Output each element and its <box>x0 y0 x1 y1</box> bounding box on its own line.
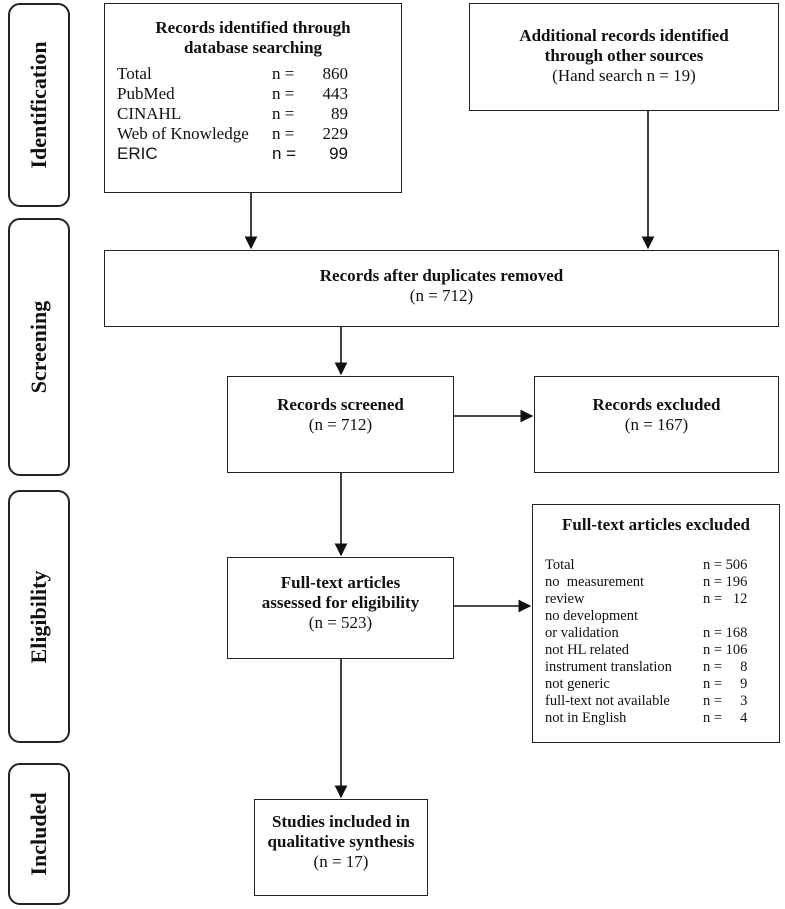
fulltext-assessed-title-1: Full-text articles <box>280 573 401 592</box>
stage-screening-label: Screening <box>26 300 51 394</box>
fulltext-assessed-title-2: assessed for eligibility <box>261 593 420 612</box>
stage-included-label: Included <box>26 792 51 876</box>
table-row: PubMed n = 443 <box>117 84 348 103</box>
stage-screening: Screening <box>8 218 70 476</box>
other-sources-detail: (Hand search n = 19) <box>552 66 696 85</box>
records-screened-box: Records screened (n = 712) <box>227 376 454 473</box>
records-screened-title: Records screened <box>277 395 404 414</box>
records-screened-count: (n = 712) <box>308 415 373 434</box>
database-search-box: Records identified through database sear… <box>104 3 402 193</box>
stage-eligibility-label: Eligibility <box>26 570 51 663</box>
fulltext-assessed-box: Full-text articles assessed for eligibil… <box>227 557 454 659</box>
stage-identification-label: Identification <box>26 41 51 169</box>
records-excluded-count: (n = 167) <box>624 415 689 434</box>
records-excluded-title: Records excluded <box>592 395 721 414</box>
stage-identification: Identification <box>8 3 70 207</box>
database-search-title-1: Records identified through <box>155 18 351 37</box>
table-row: ERIC n = 99 <box>117 144 348 163</box>
included-studies-count: (n = 17) <box>313 852 369 871</box>
included-studies-title-2: qualitative synthesis <box>267 832 415 851</box>
records-excluded-box: Records excluded (n = 167) <box>534 376 779 473</box>
table-row: Web of Knowledge n = 229 <box>117 124 348 143</box>
included-studies-title-1: Studies included in <box>272 812 410 831</box>
duplicates-removed-count: (n = 712) <box>409 286 474 305</box>
stage-eligibility: Eligibility <box>8 490 70 743</box>
other-sources-title-2: through other sources <box>544 46 704 65</box>
table-row: no development <box>545 608 639 624</box>
stage-included: Included <box>8 763 70 905</box>
other-sources-title-1: Additional records identified <box>519 26 729 45</box>
other-sources-box: Additional records identified through ot… <box>469 3 779 111</box>
duplicates-removed-title: Records after duplicates removed <box>319 266 564 285</box>
duplicates-removed-box: Records after duplicates removed (n = 71… <box>104 250 779 327</box>
table-row: Total n = 860 <box>117 64 348 83</box>
fulltext-assessed-count: (n = 523) <box>308 613 373 632</box>
included-studies-box: Studies included in qualitative synthesi… <box>254 799 428 896</box>
table-row: CINAHL n = 89 <box>117 104 348 123</box>
fulltext-excluded-title: Full-text articles excluded <box>562 515 750 534</box>
database-search-title-2: database searching <box>183 38 323 57</box>
database-search-table: Total n = 860 PubMed n = 443 CINAHL n = … <box>117 64 348 164</box>
